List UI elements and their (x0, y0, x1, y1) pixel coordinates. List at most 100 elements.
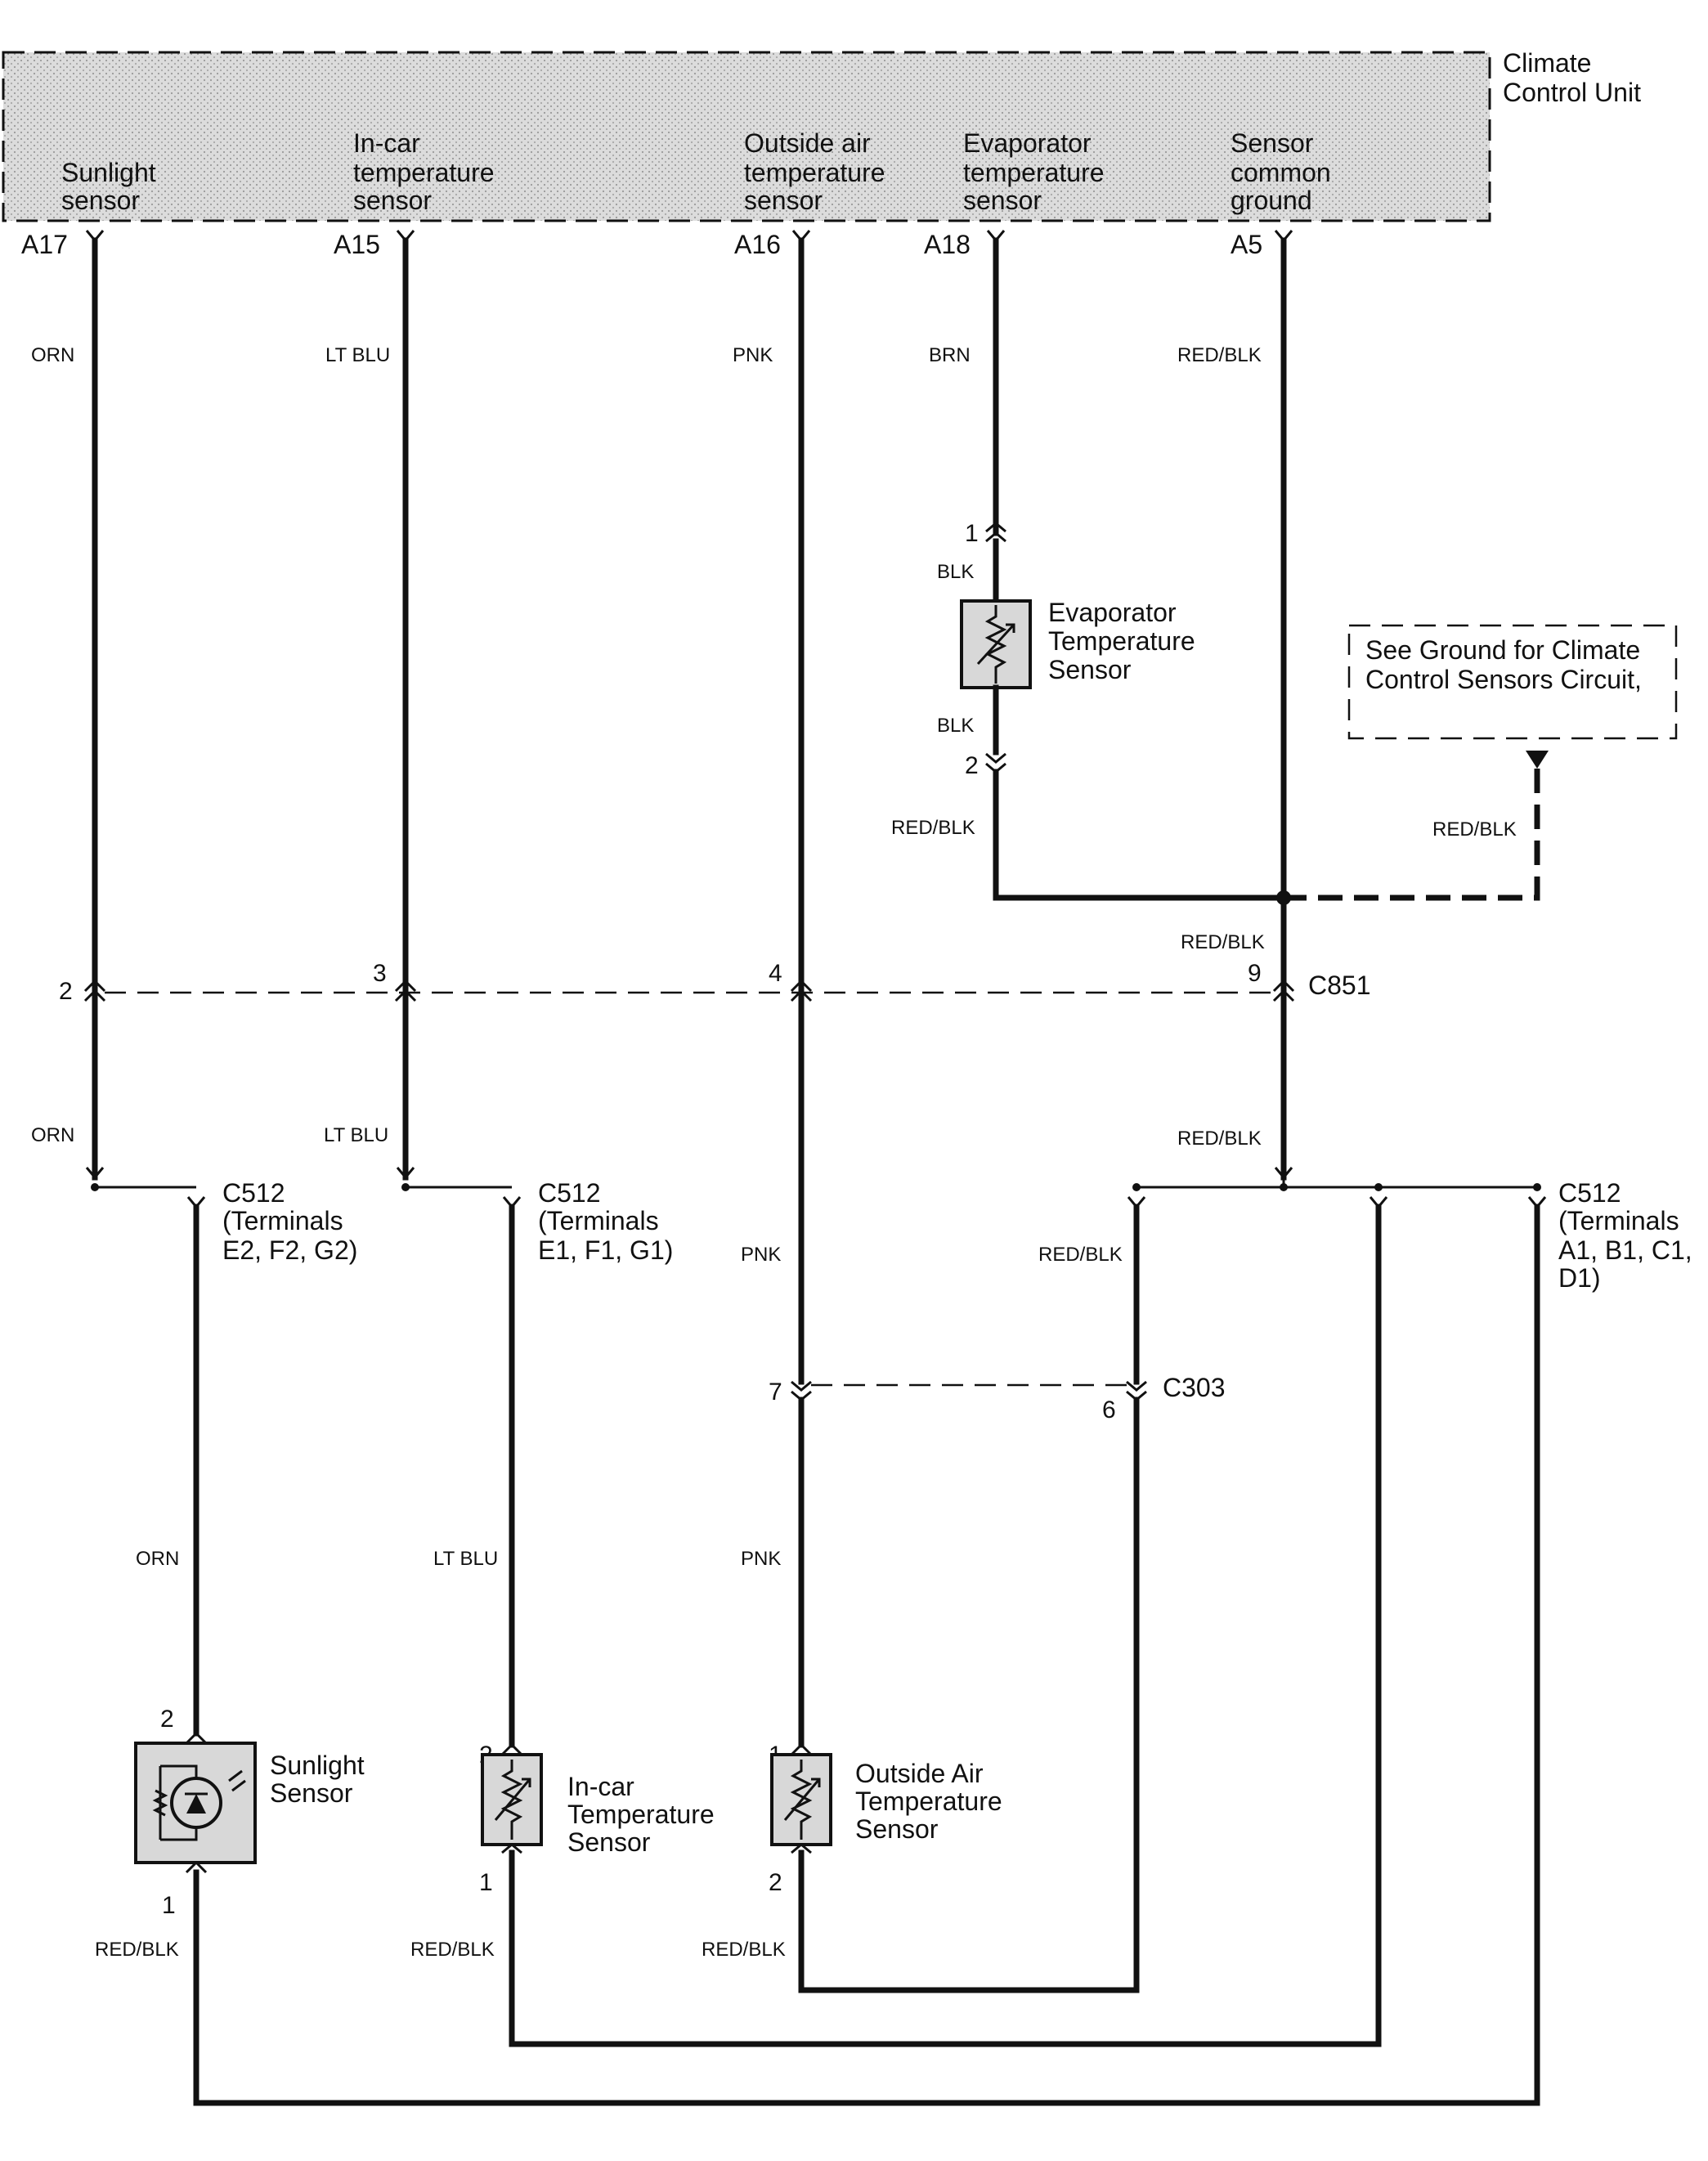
diode-triangle-icon (186, 1794, 206, 1814)
ground-bus-dot-4 (1533, 1183, 1541, 1191)
ccu-input-ground-line1: Sensor (1231, 128, 1314, 158)
ground-dashed-wire (1284, 769, 1540, 901)
ground-bus-dot-3 (1374, 1183, 1383, 1191)
thermistor-icon (984, 605, 1007, 684)
outside-wire-color-bottom: RED/BLK (702, 1939, 786, 1961)
ground-bus-dot-1 (1132, 1183, 1141, 1191)
thermistor-icon (500, 1760, 523, 1840)
wire-color-orn-mid: ORN (31, 1124, 74, 1146)
c851-name: C851 (1308, 971, 1371, 1000)
light-rays-icon (228, 1769, 246, 1792)
c851-pin-9: 9 (1248, 960, 1262, 987)
evap-wire-color-bottom: BLK (937, 715, 974, 737)
ccu-input-evaporator-line2: temperature (963, 158, 1105, 187)
sunlight-pin-top: 2 (160, 1706, 174, 1733)
incar-wire-color-bottom: RED/BLK (410, 1939, 495, 1961)
ccu-title-line1: Climate (1503, 48, 1591, 78)
wires-top: ORN LT BLU PNK BRN RED/BLK (31, 230, 1293, 1385)
pin-a5: A5 (1231, 230, 1262, 259)
evap-label-line1: Evaporator (1048, 598, 1177, 627)
incar-label-line1: In-car (567, 1772, 634, 1801)
c512-2-line1: C512 (538, 1178, 601, 1208)
pin-a17: A17 (21, 230, 68, 259)
ccu-input-evaporator-line1: Evaporator (963, 128, 1092, 158)
ccu-input-outside-line3: sensor (744, 186, 823, 215)
wire-color-orn: ORN (31, 344, 74, 366)
evap-label-line3: Sensor (1048, 655, 1132, 684)
c512-1-line3: E2, F2, G2) (222, 1235, 357, 1265)
c851-pin-3: 3 (373, 960, 387, 987)
c512-3-line3: A1, B1, C1, (1558, 1235, 1692, 1265)
outside-pin-bottom: 2 (769, 1869, 782, 1896)
ground-arrow-icon (1526, 751, 1549, 769)
c303-pin-7: 7 (769, 1379, 782, 1406)
wire-color-redblk-mid: RED/BLK (1177, 1128, 1262, 1150)
resistor-icon (152, 1789, 168, 1817)
ground-note-line2: Control Sensors Circuit, (1365, 665, 1642, 694)
incar-pin-bottom: 1 (479, 1869, 493, 1896)
c512-3-line4: D1) (1558, 1263, 1601, 1293)
c512-3-line2: (Terminals (1558, 1206, 1679, 1235)
ccu-input-outside-line1: Outside air (744, 128, 871, 158)
wire-color-brn: BRN (929, 344, 971, 366)
thermistor-arrow-icon (494, 1778, 531, 1821)
ccu-pins: A17 A15 A16 A18 A5 (21, 230, 1262, 259)
sunlight-wire-color-bottom: RED/BLK (95, 1939, 179, 1961)
c851-pin2-connector (83, 979, 106, 1002)
outside-label-line1: Outside Air (855, 1759, 984, 1788)
sunlight-label-line2: Sensor (270, 1778, 353, 1808)
ccu-input-evaporator-line3: sensor (963, 186, 1042, 215)
outside-connector-bottom (791, 1843, 812, 1854)
c512-1-line1: C512 (222, 1178, 285, 1208)
evap-pin-top: 1 (965, 520, 979, 547)
c303-pin-6: 6 (1102, 1397, 1116, 1423)
thermistor-icon (790, 1760, 813, 1840)
ccu-input-outside-line2: temperature (744, 158, 885, 187)
c303-name: C303 (1163, 1373, 1226, 1402)
thermistor-arrow-icon (783, 1778, 821, 1821)
evaporator-sensor: 1 BLK Evaporator Temperature Sensor BLK … (891, 520, 1287, 901)
ccu-input-sunlight-line2: sensor (61, 186, 140, 215)
pin-a18: A18 (924, 230, 971, 259)
sunlight-connector-top (185, 1731, 208, 1745)
c851-pin3-connector (394, 979, 417, 1002)
incar-wire-color-top: LT BLU (433, 1548, 498, 1570)
sunlight-pin-bottom: 1 (162, 1892, 176, 1919)
ground-note: See Ground for Climate Control Sensors C… (1276, 624, 1678, 905)
outside-air-sensor: 1 Outside Air Temperature Sensor 2 RED/B… (702, 1742, 1140, 1993)
evap-label-line2: Temperature (1048, 626, 1195, 656)
c851-wire-color-above: RED/BLK (1181, 931, 1265, 953)
evap-pin-bottom: 2 (965, 752, 979, 779)
sunlight-wire-color-top: ORN (136, 1548, 179, 1570)
wire-color-redblk: RED/BLK (1177, 344, 1262, 366)
wire-color-pnk-lower: PNK (741, 1548, 781, 1570)
incar-label-line3: Sensor (567, 1827, 651, 1857)
sunlight-connector-bottom (185, 1860, 208, 1874)
ccu-input-sunlight-line1: Sunlight (61, 158, 156, 187)
incar-connector-top (500, 1742, 523, 1756)
evap-wire-color-out: RED/BLK (891, 817, 975, 839)
ccu-input-ground-line3: ground (1231, 186, 1312, 215)
ltblu-c512-dot (401, 1183, 410, 1191)
outside-label-line2: Temperature (855, 1787, 1002, 1816)
wire-color-pnk-mid: PNK (741, 1244, 781, 1266)
sunlight-sensor: ORN 2 Sunlight Sensor 1 RED/BLK (95, 1548, 1540, 2106)
c512-1-line2: (Terminals (222, 1206, 343, 1235)
wire-color-redblk-c303: RED/BLK (1038, 1244, 1123, 1266)
c851-pin4-connector (790, 979, 813, 1002)
c512-2-line3: E1, F1, G1) (538, 1235, 673, 1265)
ltblu-connector-mark (396, 1167, 415, 1180)
pin-a16: A16 (734, 230, 781, 259)
evap-connector-top (985, 522, 1006, 543)
connector-c851: RED/BLK 2 3 4 9 C851 (59, 931, 1371, 1005)
orn-c512-dot (91, 1183, 99, 1191)
connector-c303: 7 6 C303 PNK (741, 1373, 1226, 1993)
ground-note-box (1347, 624, 1678, 740)
ccu-input-incar-line2: temperature (353, 158, 495, 187)
evap-wire-color-top: BLK (937, 561, 974, 583)
c512-2-line2: (Terminals (538, 1206, 659, 1235)
sunlight-label-line1: Sunlight (270, 1751, 365, 1780)
ground-splice-dot (1276, 890, 1291, 905)
incar-connector-bottom (501, 1843, 522, 1854)
